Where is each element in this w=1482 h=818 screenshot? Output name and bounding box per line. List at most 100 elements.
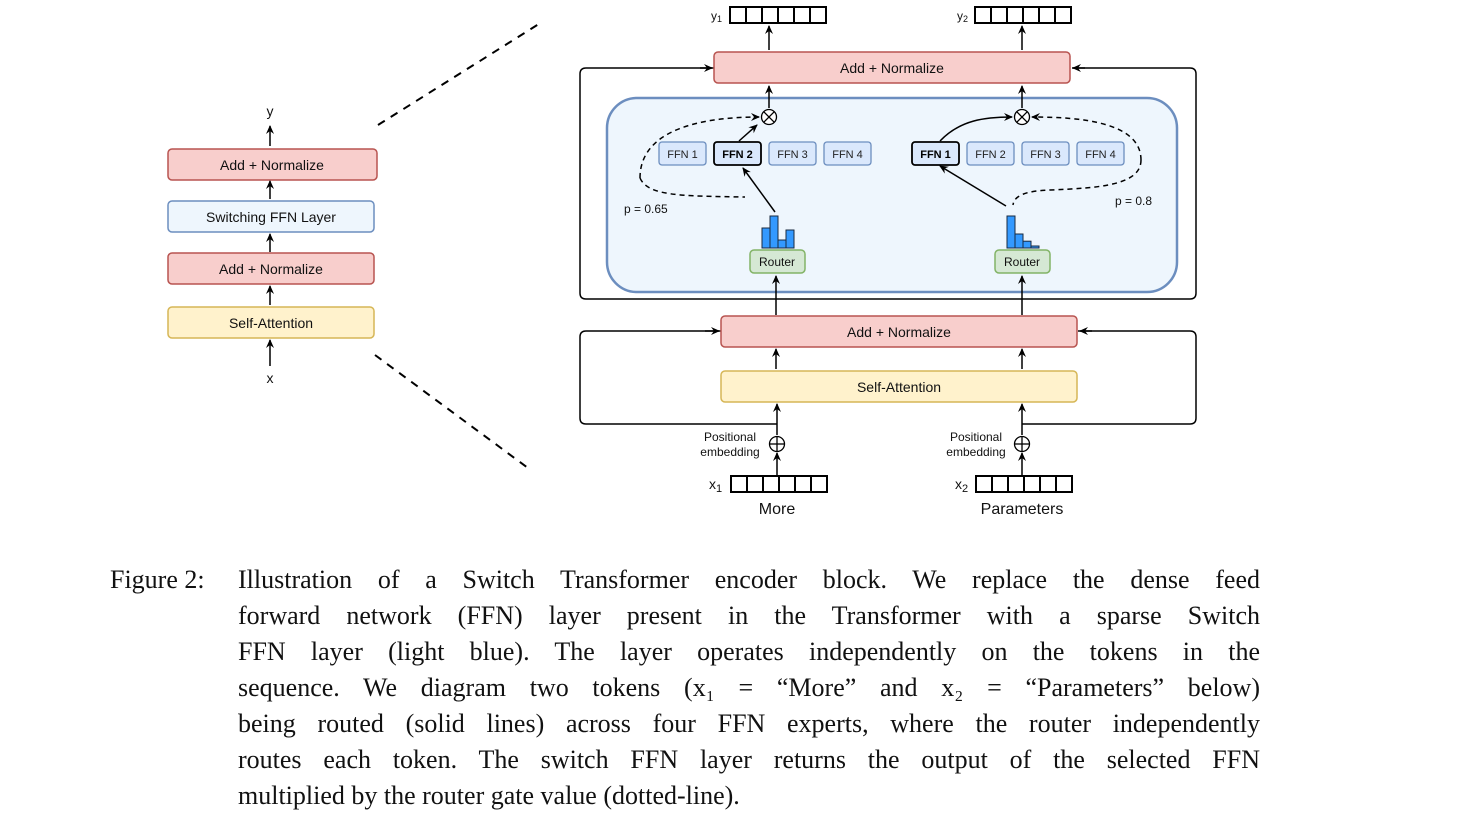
vector-cell [761,6,779,24]
vector-cell [810,475,828,493]
router-prob-bar-1 [1006,215,1016,249]
left-switching-ffn-label: Switching FFN Layer [206,209,336,225]
left-self-attention-label: Self-Attention [229,315,313,331]
multiply-icon [760,108,778,126]
add-icon [1013,435,1031,453]
expert-box-4 [823,141,872,166]
left-output-label: y [267,103,274,119]
vector-cell [1055,475,1073,493]
positional-embedding-label-2b: embedding [946,445,1005,459]
output-y2-label: y2 [957,9,968,24]
vector-cell [793,6,811,24]
expert-box-4 [1076,141,1125,166]
vector-cell [1038,6,1056,24]
router-box-2 [994,249,1051,274]
input-x1-vector [730,475,828,493]
caption-line: routes each token. The switch FFN layer … [238,745,1260,774]
vector-cell [990,6,1008,24]
self-attention-label: Self-Attention [857,379,941,395]
output-y1-vector [729,6,827,24]
top-add-normalize-label: Add + Normalize [840,60,944,76]
left-input-label: x [267,370,274,386]
expert-label-3: FFN 3 [1030,149,1061,161]
ffn-to-multiply-solid-1 [738,124,758,142]
router-prob-bar-3 [777,239,787,249]
vector-cell [991,475,1009,493]
expert-group-token-1: FFN 1 FFN 2 FFN 3 FFN 4 [658,141,872,166]
multiply-icon [1013,108,1031,126]
expert-box-2 [713,141,762,166]
caption-line: Illustration of a Switch Transformer enc… [238,565,1260,594]
router-probabilities-1 [761,215,795,249]
output-y2-vector [974,6,1072,24]
positional-embedding-label-1a: Positional [704,430,756,444]
expert-label-3: FFN 3 [777,149,808,161]
vector-cell [794,475,812,493]
top-add-normalize-box [713,51,1071,84]
router-prob-bar-4 [785,229,795,249]
gate-dotted-line-2b [1012,159,1142,206]
vector-cell [1022,6,1040,24]
vector-cell [974,6,992,24]
vector-cell [746,475,764,493]
ffn-to-multiply-solid-2 [939,113,1013,142]
expert-box-3 [1021,141,1070,166]
positional-embedding-label-1b: embedding [700,445,759,459]
caption-line: being routed (solid lines) across four F… [238,709,1260,738]
router-prob-bar-2 [769,215,779,249]
vector-cell [1039,475,1057,493]
input-x2-vector [975,475,1073,493]
expert-label-4: FFN 4 [1085,149,1116,161]
bottom-add-normalize-label: Add + Normalize [847,324,951,340]
expert-label-4: FFN 4 [832,149,863,161]
input-x1-label: x1 [709,476,722,495]
expert-label-2: FFN 2 [722,149,753,161]
router-prob-bar-3 [1022,240,1032,249]
router-label-1: Router [759,255,795,269]
vector-cell [975,475,993,493]
gate-value-2: p = 0.8 [1115,194,1152,208]
left-add-normalize-bottom-box [167,252,375,285]
expert-label-1: FFN 1 [667,149,698,161]
caption-line: FFN layer (light blue). The layer operat… [238,637,1260,666]
gate-value-1: p = 0.65 [624,202,668,216]
zoom-guide-bottom [374,354,529,469]
vector-cell [809,6,827,24]
residual-right-bottom [1022,330,1197,425]
expert-box-1 [658,141,707,166]
vector-cell [729,6,747,24]
router-prob-bar-4 [1030,245,1040,249]
caption-line: multiplied by the router gate value (dot… [238,781,740,810]
residual-frame-top [579,67,1197,300]
expert-box-2 [966,141,1015,166]
vector-cell [730,475,748,493]
router-label-2: Router [1004,255,1040,269]
gate-dotted-line-1b [639,177,746,198]
token-word-2: Parameters [981,501,1064,518]
gate-dotted-line-2 [1031,113,1142,161]
caption-label: Figure 2: [110,565,205,594]
bottom-add-normalize-box [720,315,1078,348]
caption-line: sequence. We diagram two tokens (x₁ = “M… [238,673,1260,702]
vector-cell [777,6,795,24]
router-prob-bar-1 [761,227,771,249]
vector-cell [1023,475,1041,493]
self-attention-box [720,370,1078,403]
left-switching-ffn-box [167,200,375,233]
output-y1-label: y1 [711,9,722,24]
gate-dotted-line-1 [639,113,760,179]
left-encoder-block: y Add + Normalize Switching FFN Layer Ad… [167,103,378,386]
vector-cell [778,475,796,493]
vector-cell [1054,6,1072,24]
left-self-attention-box [167,306,375,339]
expert-box-3 [768,141,817,166]
positional-embedding-label-2a: Positional [950,430,1002,444]
router-to-ffn-solid-1 [742,167,776,213]
zoom-guide-top [377,21,543,126]
residual-left-bottom [579,330,777,425]
token-word-1: More [759,501,796,518]
expert-box-1 [911,141,960,166]
router-probabilities-2 [1006,215,1040,249]
